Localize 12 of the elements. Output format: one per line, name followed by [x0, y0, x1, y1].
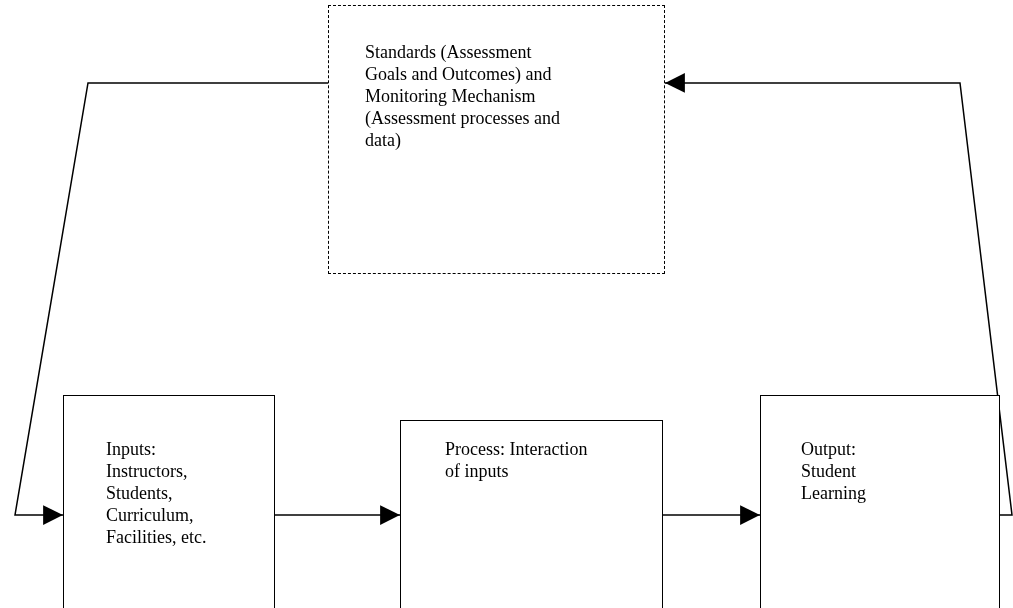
box-text: Process: Interaction of inputs: [445, 438, 589, 482]
arrow: [14, 82, 329, 525]
process-box: [63, 395, 275, 608]
arrow: [274, 505, 401, 525]
box-text: Inputs: Instructors, Students, Curriculum, Facilities, etc.: [106, 438, 208, 548]
process-box: [400, 420, 663, 608]
arrow: [662, 505, 761, 525]
box-text: Standards (Assessment Goals and Outcomes) and Monitoring Mechanism (Assessment processes and data): [365, 41, 561, 151]
arrow: [664, 73, 1013, 516]
process-box: [760, 395, 1000, 608]
dashed-box: [328, 5, 665, 274]
box-text: Output: Student Learning: [801, 438, 867, 504]
